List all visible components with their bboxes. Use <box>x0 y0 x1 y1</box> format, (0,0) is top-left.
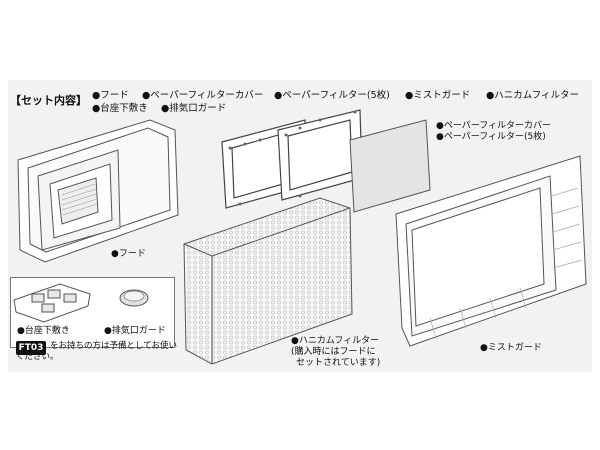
header-item-base-mat: ●台座下敷き <box>92 103 148 114</box>
label-honeycomb-note-1: (購入時にはフードに <box>291 347 376 357</box>
spare-note-line-2: ください。 <box>16 352 59 362</box>
set-contents-title: 【セット内容】 <box>10 94 87 107</box>
spare-note-line-1: をお持ちの方は予備としてお使い <box>50 341 177 351</box>
header-item-mist-guard: ●ミストガード <box>405 90 471 101</box>
label-base-mat: ●台座下敷き <box>17 326 70 336</box>
label-exhaust-guard: ●排気口ガード <box>104 326 166 336</box>
header-item-hood: ●フード <box>92 90 129 101</box>
label-hood: ●フード <box>111 249 146 259</box>
label-paper-filter: ●ペーパーフィルター(5枚) <box>436 132 546 142</box>
small-parts-box <box>10 277 175 348</box>
label-mist-guard: ●ミストガード <box>480 343 542 353</box>
ft03-badge: FT03 <box>16 341 46 355</box>
header-item-paper-cover: ●ペーパーフィルターカバー <box>142 90 264 101</box>
label-honeycomb-filter: ●ハニカムフィルター <box>291 336 380 346</box>
spare-note: をお持ちの方は予備としてお使い ください。 <box>16 341 180 363</box>
header-item-honeycomb: ●ハニカムフィルター <box>486 90 580 101</box>
header-item-exhaust-guard: ●排気口ガード <box>161 103 227 114</box>
header-item-paper-filter: ●ペーパーフィルター(5枚) <box>274 90 390 101</box>
label-honeycomb-note-2: セットされています) <box>296 358 381 368</box>
label-paper-filter-cover: ●ペーパーフィルターカバー <box>436 121 552 131</box>
